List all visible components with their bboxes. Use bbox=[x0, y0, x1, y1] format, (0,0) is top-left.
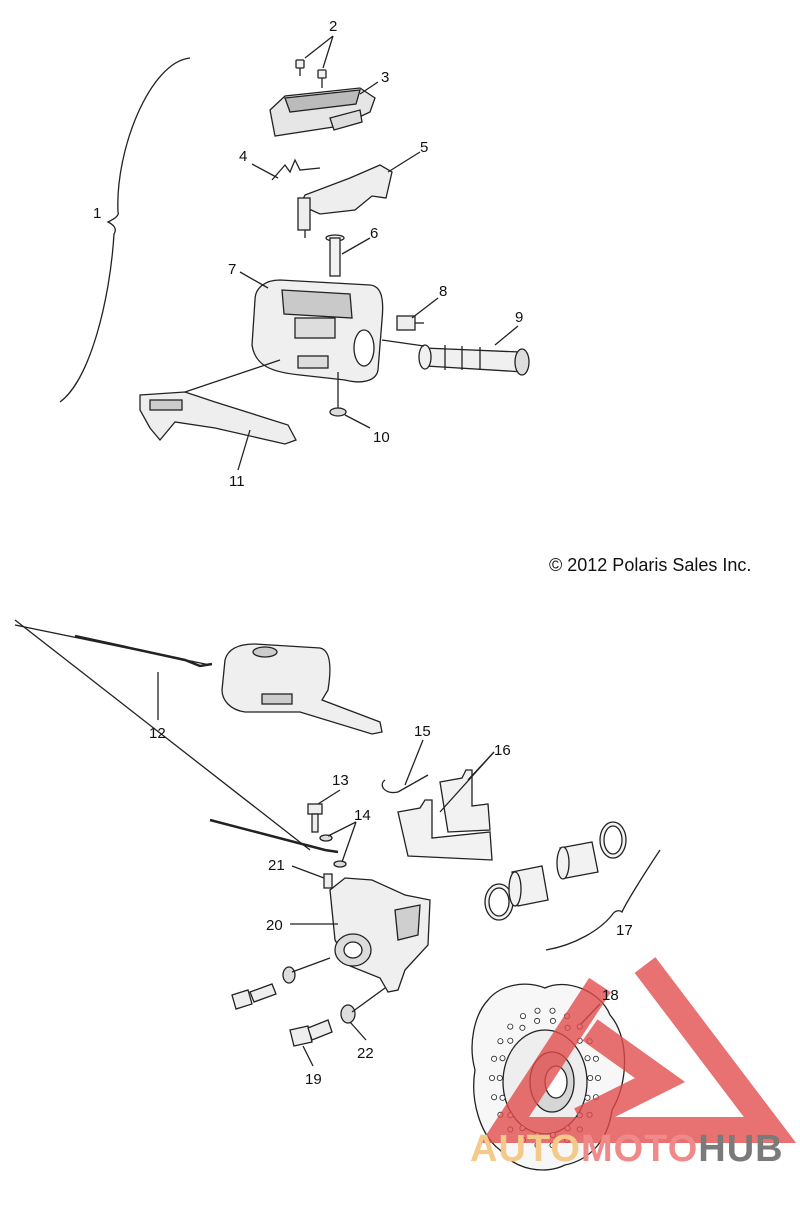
disc-hole bbox=[491, 1094, 498, 1101]
leader-8 bbox=[411, 297, 439, 319]
piston-kit bbox=[484, 821, 627, 921]
disc-hole bbox=[595, 1075, 602, 1082]
callout-8: 8 bbox=[439, 283, 447, 300]
watermark-auto: AUTO bbox=[470, 1128, 581, 1170]
callout-7: 7 bbox=[228, 261, 236, 278]
brake-line bbox=[14, 619, 339, 854]
screw-pair bbox=[295, 59, 327, 88]
callout-4: 4 bbox=[239, 148, 247, 165]
callout-2: 2 bbox=[329, 18, 337, 35]
callout-20: 20 bbox=[266, 917, 283, 934]
banjo-bolt bbox=[307, 803, 323, 833]
callout-6: 6 bbox=[370, 225, 378, 242]
throttle-lever bbox=[297, 164, 393, 238]
hand-grip bbox=[418, 344, 530, 376]
leader-22 bbox=[349, 1021, 367, 1041]
callout-18: 18 bbox=[602, 987, 619, 1004]
leader-2b bbox=[322, 35, 334, 69]
disc-hole bbox=[584, 1055, 591, 1062]
disc-hole bbox=[534, 1017, 541, 1024]
callout-22: 22 bbox=[357, 1045, 374, 1062]
master-cylinder-housing bbox=[251, 279, 384, 383]
callout-11: 11 bbox=[229, 473, 245, 490]
leader-14b bbox=[341, 821, 357, 863]
leader-13 bbox=[317, 789, 341, 805]
brake-switch bbox=[396, 315, 424, 331]
disc-hole bbox=[519, 1024, 526, 1031]
disc-hole bbox=[507, 1037, 514, 1044]
disc-hole bbox=[520, 1013, 527, 1020]
leader-10 bbox=[344, 414, 371, 429]
callout-14: 14 bbox=[354, 807, 371, 824]
leader-grip bbox=[381, 339, 425, 347]
leader-3 bbox=[359, 81, 379, 95]
disc-hole bbox=[592, 1055, 599, 1062]
retaining-pin bbox=[381, 774, 429, 794]
copyright-notice: © 2012 Polaris Sales Inc. bbox=[549, 555, 752, 575]
pivot-pin bbox=[325, 234, 345, 277]
leader-16b bbox=[439, 751, 495, 813]
disc-hole bbox=[499, 1094, 506, 1101]
assembly-bracket bbox=[59, 57, 191, 403]
watermark-logo-icon bbox=[480, 957, 797, 1143]
brake-caliper bbox=[329, 877, 431, 993]
callout-9: 9 bbox=[515, 309, 523, 326]
callout-5: 5 bbox=[420, 139, 428, 156]
watermark-text: AUTOMOTOHUB bbox=[470, 1128, 784, 1171]
disc-hole bbox=[534, 1007, 541, 1014]
washer bbox=[329, 407, 347, 417]
leader-bolt-lower bbox=[351, 987, 386, 1013]
leader-14a bbox=[327, 821, 357, 837]
leader-15 bbox=[404, 739, 424, 786]
reservoir-cover bbox=[269, 87, 376, 137]
leader-bolt-upper bbox=[291, 957, 331, 973]
watermark-hub: HUB bbox=[698, 1128, 784, 1170]
leader-9 bbox=[494, 325, 519, 346]
leader-11 bbox=[237, 429, 251, 471]
watermark-moto: MOTO bbox=[580, 1128, 699, 1170]
disc-hole bbox=[507, 1023, 514, 1030]
leader-2a bbox=[304, 35, 334, 59]
master-cylinder-assembly bbox=[221, 643, 383, 735]
callout-1: 1 bbox=[93, 205, 101, 222]
leader-19 bbox=[302, 1045, 314, 1067]
leader-5 bbox=[387, 151, 421, 173]
disc-hole bbox=[491, 1055, 498, 1062]
crush-washers bbox=[319, 834, 347, 868]
leader-6 bbox=[341, 237, 371, 255]
brake-pads bbox=[397, 769, 493, 861]
disc-hole bbox=[584, 1094, 591, 1101]
leader-7 bbox=[239, 271, 269, 289]
disc-hole bbox=[499, 1055, 506, 1062]
callout-19: 19 bbox=[305, 1071, 322, 1088]
bleeder-valve bbox=[323, 873, 333, 889]
callout-13: 13 bbox=[332, 772, 349, 789]
callout-15: 15 bbox=[414, 723, 431, 740]
disc-hole bbox=[549, 1017, 556, 1024]
callout-3: 3 bbox=[381, 69, 389, 86]
leader-lever-link bbox=[184, 359, 281, 393]
callout-10: 10 bbox=[373, 429, 390, 446]
leader-21 bbox=[291, 865, 325, 879]
disc-hole bbox=[496, 1075, 503, 1082]
torsion-spring bbox=[271, 158, 321, 181]
callout-12: 12 bbox=[149, 725, 166, 742]
disc-hole bbox=[587, 1075, 594, 1082]
caliper-bolts bbox=[231, 966, 356, 1047]
disc-hole bbox=[549, 1007, 556, 1014]
brake-lever bbox=[139, 391, 297, 445]
piston-bracket bbox=[545, 849, 661, 951]
leader-4 bbox=[251, 163, 279, 179]
callout-17: 17 bbox=[616, 922, 633, 939]
callout-16: 16 bbox=[494, 742, 511, 759]
disc-hole bbox=[497, 1038, 504, 1045]
callout-21: 21 bbox=[268, 857, 285, 874]
disc-hole bbox=[488, 1075, 495, 1082]
